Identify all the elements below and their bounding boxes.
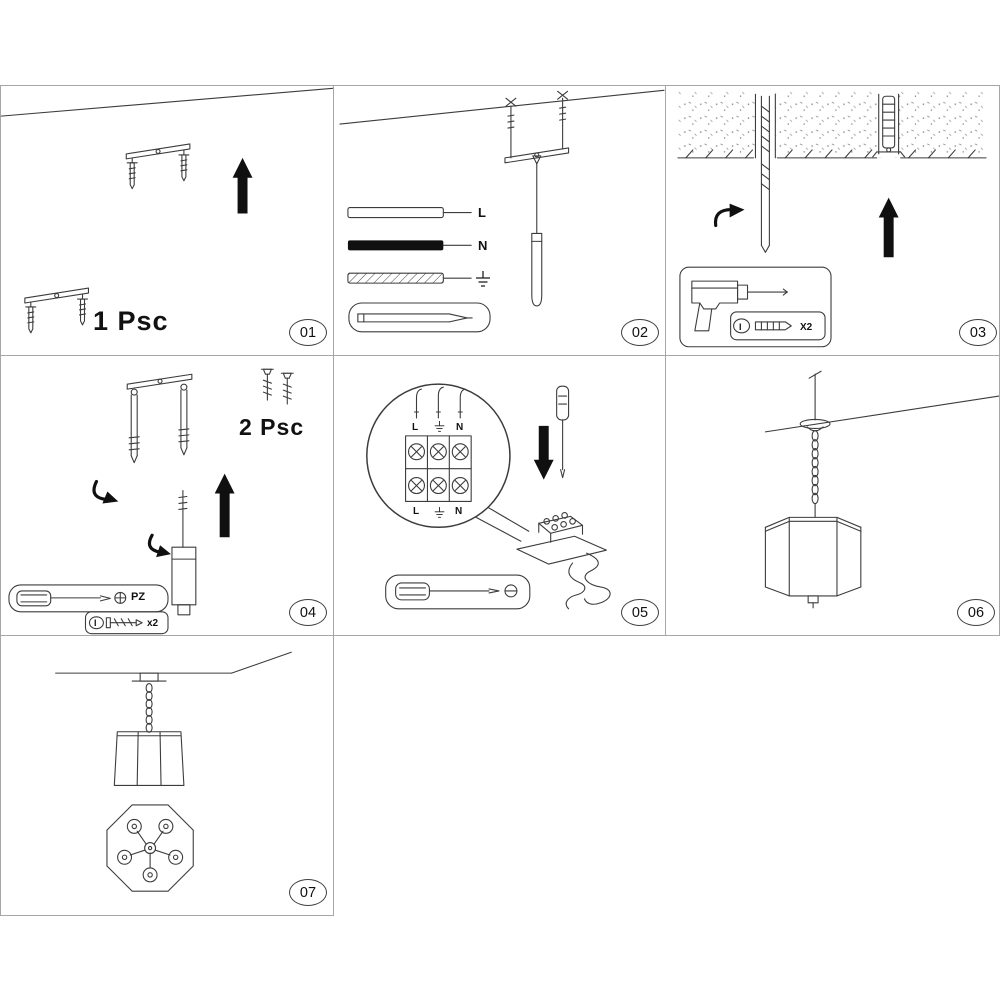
terminal-label-live-top: L — [412, 422, 419, 433]
hanging-chain — [811, 430, 819, 518]
step-number-badge: 01 — [289, 319, 327, 346]
earth-icon — [475, 270, 491, 288]
step-number-badge: 06 — [957, 599, 995, 626]
step-panel-5: L N L N 05 — [333, 355, 666, 636]
mounted-bracket — [504, 90, 570, 164]
ceiling-canopy — [131, 672, 167, 682]
arrow-up-icon — [232, 157, 253, 214]
rotate-arrow-icon — [713, 203, 745, 228]
wire-live — [347, 207, 472, 219]
terminal-wires — [413, 386, 466, 419]
junction-box — [516, 512, 607, 565]
ceiling-line — [1, 87, 333, 117]
step6-drawing — [764, 370, 999, 609]
mounting-bracket-bottom — [24, 287, 90, 334]
drill-bit — [760, 95, 770, 253]
terminal-block — [405, 435, 472, 503]
step-panel-4: 2 Psc PZ I x2 04 — [0, 355, 334, 636]
terminal-label-live-bottom: L — [413, 506, 420, 517]
screw-arrow-left — [92, 479, 119, 504]
lamp-shade-front — [113, 731, 185, 786]
step-panel-6: 06 — [665, 355, 1000, 636]
anchor-hole — [878, 91, 900, 155]
tool-kit-box — [679, 266, 832, 348]
step-number-badge: 04 — [289, 599, 327, 626]
screwdriver-box — [8, 584, 169, 613]
step-panel-7: 07 — [0, 635, 334, 916]
anchor-qty-label: X2 — [800, 322, 813, 333]
screwdriver-vertical — [556, 385, 570, 479]
step-number-badge: 05 — [621, 599, 659, 626]
screw-kit-subbox — [84, 611, 169, 635]
step-number-badge: 07 — [289, 879, 327, 906]
mounting-bracket — [126, 373, 193, 390]
suspension-wire — [808, 370, 822, 421]
wire-label-neutral: N — [478, 238, 488, 253]
wire-earth — [347, 272, 472, 284]
step-panel-2: L N 02 — [333, 85, 666, 356]
quantity-label: 2 Psc — [239, 414, 305, 440]
arrow-down-icon — [533, 425, 554, 480]
step4-drawing — [8, 368, 294, 635]
step-number-badge: 03 — [959, 319, 997, 346]
ceiling-canopy — [799, 418, 831, 432]
lamp-bottom-view — [106, 804, 194, 892]
step7-drawing — [55, 651, 292, 892]
wire-label-live: L — [478, 205, 486, 220]
step-panel-3: I X2 03 — [665, 85, 1000, 356]
wall-anchor — [872, 95, 906, 158]
bit-type-label: PZ — [131, 591, 146, 603]
mounting-bracket-top — [125, 143, 191, 190]
earth-icon — [434, 506, 445, 519]
concrete-ceiling — [677, 91, 987, 159]
ceiling-line — [339, 89, 665, 125]
lamp-shade — [764, 516, 862, 609]
anchor-kit-subbox — [730, 311, 826, 341]
step5-drawing — [366, 383, 611, 610]
hanging-rod-right — [178, 383, 190, 456]
wire-neutral — [347, 240, 472, 251]
screw-arrow-center — [147, 533, 171, 558]
arrow-up-icon — [214, 473, 235, 538]
hanging-rod-left — [128, 388, 140, 464]
ceiling-line — [764, 395, 999, 433]
supply-wires — [565, 552, 611, 610]
step3-drawing — [677, 91, 987, 348]
ceiling-line — [55, 651, 292, 674]
drill-icon — [691, 280, 788, 332]
terminal-label-neutral-top: N — [456, 422, 464, 433]
pencil-icon — [348, 302, 491, 333]
screwdriver-box — [385, 574, 531, 610]
step-panel-1: 1 Psc 01 — [0, 85, 334, 356]
quantity-label: 1 Psc — [93, 306, 169, 336]
terminal-label-neutral-bottom: N — [455, 506, 463, 517]
pendant-lamp — [531, 155, 543, 307]
earth-icon — [434, 420, 445, 433]
kit-marker-label: I — [94, 618, 97, 628]
kit-marker-label: I — [739, 322, 742, 332]
step2-drawing — [339, 89, 665, 333]
magnifier-callout — [366, 383, 530, 542]
screw-qty-label: x2 — [147, 618, 159, 629]
screws-pair — [260, 368, 294, 405]
hanging-chain — [145, 683, 153, 733]
threaded-pipe-assembly — [171, 489, 197, 616]
drill-hole — [754, 91, 776, 159]
arrow-up-icon — [878, 197, 899, 258]
step1-drawing — [1, 87, 333, 334]
step-number-badge: 02 — [621, 319, 659, 346]
